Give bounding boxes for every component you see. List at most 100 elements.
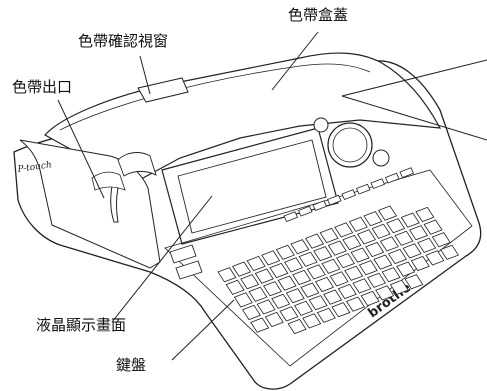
keyboard-key xyxy=(348,216,368,232)
label-keyboard: 鍵盤 xyxy=(116,356,147,374)
keyboard-key xyxy=(377,205,398,221)
keyboard-key xyxy=(394,230,414,246)
keyboard-key xyxy=(262,281,283,297)
function-key xyxy=(399,167,415,179)
keyboard-key xyxy=(386,218,406,234)
keyboard-key xyxy=(350,247,370,263)
keyboard-key xyxy=(396,261,416,277)
keyboard-key xyxy=(363,211,383,227)
keyboard-key xyxy=(366,272,387,288)
keyboard-key xyxy=(285,288,305,304)
keyboard-key xyxy=(277,275,297,291)
keyboard-key xyxy=(342,234,362,251)
function-key xyxy=(326,194,342,206)
function-key xyxy=(341,189,357,201)
keyboard-key xyxy=(261,250,281,266)
keyboard-key xyxy=(329,271,349,287)
keyboard-key xyxy=(389,279,409,295)
keyboard-key xyxy=(225,279,245,295)
power-button xyxy=(313,117,329,133)
leader-tape-window xyxy=(139,55,151,95)
keyboard-key xyxy=(365,241,385,258)
keyboard-key xyxy=(425,250,445,266)
keyboard-key xyxy=(319,227,339,244)
function-key xyxy=(297,205,313,217)
lcd-screen xyxy=(161,127,339,245)
keyboard-key xyxy=(306,264,326,280)
zoom-wedge-top xyxy=(341,59,487,97)
printer-side-ridge xyxy=(117,152,157,177)
keyboard-key xyxy=(356,229,377,245)
keyboard-key xyxy=(246,255,266,272)
navigation-dial xyxy=(327,122,373,168)
keyboard-key xyxy=(423,219,443,235)
keyboard-key xyxy=(404,274,424,290)
tape-exit-recess xyxy=(91,171,126,191)
function-key xyxy=(283,211,299,223)
keyboard-key xyxy=(375,285,395,301)
keyboard-key xyxy=(371,223,391,239)
leader-keyboard xyxy=(171,299,235,361)
keyboard-key xyxy=(327,240,347,256)
tape-exit-slot xyxy=(110,185,119,223)
keyboard-key xyxy=(415,206,435,223)
print-button xyxy=(372,149,390,167)
keyboard-key xyxy=(344,265,364,281)
keyboard-key xyxy=(290,239,310,255)
function-key xyxy=(384,172,400,184)
keyboard-area xyxy=(164,169,473,367)
tape-cover-inner-line xyxy=(59,63,371,131)
keyboard-key xyxy=(323,289,343,305)
label-tape-exit: 色帶出口 xyxy=(12,78,73,96)
keyboard-key xyxy=(316,307,336,323)
keyboard-key xyxy=(381,267,401,283)
keyboard-key xyxy=(373,254,393,270)
tape-check-window xyxy=(137,77,189,103)
keyboard-key xyxy=(308,295,328,311)
keyboard-key xyxy=(314,276,335,293)
tape-cover xyxy=(44,52,442,186)
keyboard-key xyxy=(287,318,307,335)
large-key xyxy=(169,244,197,264)
keyboard-key xyxy=(250,317,270,333)
keyboard-key xyxy=(298,251,318,267)
keyboard-key xyxy=(275,244,295,260)
keyboard-key xyxy=(300,282,320,298)
keyboard-key xyxy=(271,293,291,309)
keyboard-key xyxy=(331,302,351,318)
function-key xyxy=(312,200,328,212)
keyboard-key xyxy=(410,255,430,272)
leader-tape-cover xyxy=(271,31,319,91)
keyboard-key xyxy=(254,268,274,284)
keyboard-key xyxy=(400,212,420,228)
keyboard-key xyxy=(293,300,314,316)
keyboard-key xyxy=(302,313,322,329)
keyboard-key xyxy=(279,306,299,322)
label-tape-window: 色帶確認視窗 xyxy=(78,32,169,50)
keyboard-key xyxy=(408,225,429,241)
keyboard-key xyxy=(337,283,357,300)
keyboard-key xyxy=(240,274,260,290)
keyboard-key xyxy=(417,237,437,253)
keyboard-key xyxy=(256,299,276,315)
keyboard-key xyxy=(358,260,378,276)
keyboard-key xyxy=(264,311,284,328)
keyboard-key xyxy=(345,296,366,312)
side-brand-logo: P-touch xyxy=(16,160,52,175)
keyboard-key xyxy=(231,261,252,277)
keyboard-key xyxy=(292,269,312,286)
keyboard-key xyxy=(439,244,460,260)
keyboard-key xyxy=(379,236,399,252)
function-key xyxy=(355,183,371,195)
keyboard-key xyxy=(321,258,341,274)
keyboard-key xyxy=(402,243,422,259)
label-lcd: 液晶顯示畫面 xyxy=(36,316,127,334)
keyboard-keys xyxy=(169,167,460,335)
keyboard-key xyxy=(387,248,408,265)
keyboard-key xyxy=(335,253,356,269)
keyboard-key xyxy=(283,257,304,273)
label-tape-cover: 色帶盒蓋 xyxy=(288,6,349,24)
zoom-wedge-bottom xyxy=(341,95,487,141)
